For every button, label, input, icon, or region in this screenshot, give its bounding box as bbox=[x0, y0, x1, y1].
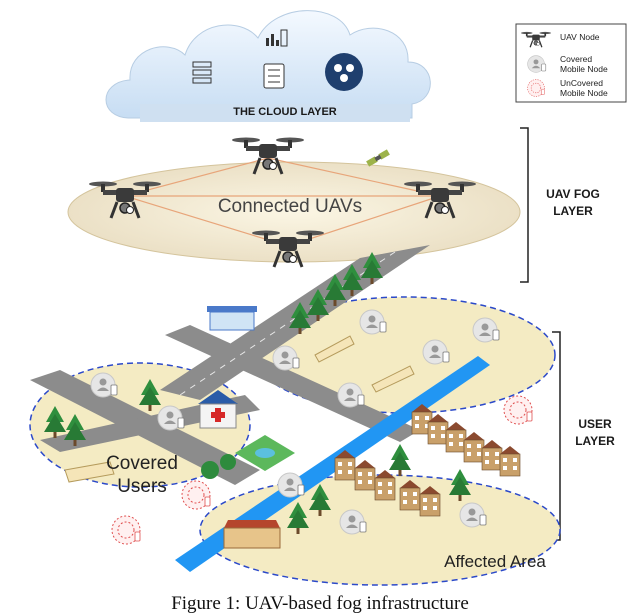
satellite-icon bbox=[366, 149, 390, 167]
legend-label-uncovered-node-line1: UnCovered bbox=[560, 78, 603, 88]
legend-uncovered-node-icon bbox=[527, 79, 545, 97]
server-icon bbox=[192, 61, 212, 84]
legend-label-uncovered-node: UnCovered Mobile Node bbox=[560, 78, 608, 98]
river bbox=[175, 356, 490, 572]
user-layer-label: USER LAYER bbox=[560, 416, 630, 450]
gas-station bbox=[207, 306, 257, 331]
covered-users-label-line2: Users bbox=[117, 476, 167, 497]
cloud-layer-title: THE CLOUD LAYER bbox=[233, 106, 337, 118]
legend-label-covered-node: Covered Mobile Node bbox=[560, 54, 608, 74]
covered-users-label-line1: Covered bbox=[106, 453, 178, 474]
trees bbox=[44, 252, 471, 534]
uav-fog-layer-label-line2: LAYER bbox=[553, 204, 593, 218]
covered-users-label: Covered Users bbox=[92, 452, 192, 498]
user-layer-label-line2: LAYER bbox=[575, 434, 615, 448]
warehouses bbox=[64, 335, 415, 483]
legend-label-covered-node-line1: Covered bbox=[560, 54, 593, 64]
analytics-icon bbox=[266, 29, 288, 47]
uav-fog-layer-label: UAV FOG LAYER bbox=[528, 186, 618, 220]
user-layer-label-line1: USER bbox=[578, 417, 612, 431]
uav-fog-layer-label-line1: UAV FOG bbox=[546, 187, 600, 201]
legend-label-uncovered-node-line2: Mobile Node bbox=[560, 88, 608, 98]
cloud-network-icon bbox=[325, 53, 363, 91]
affected-area-label: Affected Area bbox=[444, 552, 546, 571]
connected-uavs-label: Connected UAVs bbox=[217, 196, 363, 217]
hospital bbox=[198, 390, 238, 429]
checklist-icon bbox=[263, 63, 285, 89]
legend-label-covered-node-line2: Mobile Node bbox=[560, 64, 608, 74]
fog-bracket bbox=[520, 127, 529, 283]
legend-label-uav-node: UAV Node bbox=[560, 32, 600, 42]
park bbox=[235, 435, 295, 471]
legend-label-uav-node-line1: UAV Node bbox=[560, 32, 600, 42]
school bbox=[223, 520, 281, 549]
figure-caption: Figure 1: UAV-based fog infrastructure bbox=[171, 593, 469, 614]
